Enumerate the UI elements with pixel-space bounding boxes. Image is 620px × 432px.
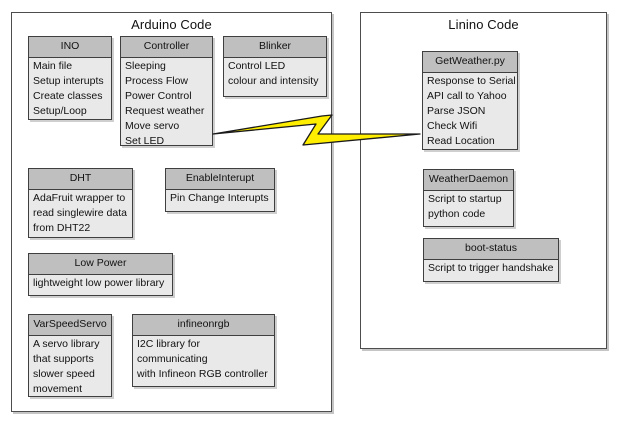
box-body: Pin Change Interupts <box>170 192 269 204</box>
box-body: Sleeping Process Flow Power Control Requ… <box>125 60 205 147</box>
box-header: INO <box>29 37 111 58</box>
box-header: DHT <box>29 169 132 190</box>
box-header: WeatherDaemon <box>424 170 513 191</box>
module-box-infineonrgb: infineonrgb I2C library for communicatin… <box>132 314 275 387</box>
box-body: Main file Setup interupts Create classes… <box>33 60 104 117</box>
arduino-code-title: Arduino Code <box>131 17 212 32</box>
box-header: boot-status <box>424 239 558 260</box>
box-header: EnableInterupt <box>166 169 274 190</box>
box-header: Blinker <box>224 37 326 58</box>
box-body: Script to trigger handshake <box>428 262 554 274</box>
module-box-boot-status: boot-status Script to trigger handshake <box>423 238 559 282</box>
box-header: infineonrgb <box>133 315 274 336</box>
module-box-blinker: Blinker Control LED colour and intensity <box>223 36 327 97</box>
module-box-ino: INO Main file Setup interupts Create cla… <box>28 36 112 120</box>
module-box-weatherdaemon: WeatherDaemon Script to startup python c… <box>423 169 514 227</box>
box-body: Control LED colour and intensity <box>228 60 319 87</box>
box-header: VarSpeedServo <box>29 315 111 336</box>
box-header: GetWeather.py <box>423 52 517 73</box>
box-body: I2C library for communicating with Infin… <box>137 338 268 380</box>
box-body: A servo library that supports slower spe… <box>33 338 100 395</box>
box-body: AdaFruit wrapper to read singlewire data… <box>33 192 127 234</box>
module-box-dht: DHT AdaFruit wrapper to read singlewire … <box>28 168 133 238</box>
module-box-getweather-py: GetWeather.py Response to Serial API cal… <box>422 51 518 150</box>
linino-code-container: Linino Code <box>360 12 607 349</box>
module-box-varspeedservo: VarSpeedServo A servo library that suppo… <box>28 314 112 397</box>
box-header: Controller <box>121 37 212 58</box>
box-body: lightweight low power library <box>33 277 165 289</box>
module-box-controller: Controller Sleeping Process Flow Power C… <box>120 36 213 147</box>
linino-code-title: Linino Code <box>448 17 519 32</box>
module-box-enableinterupt: EnableInterupt Pin Change Interupts <box>165 168 275 212</box>
box-header: Low Power <box>29 254 172 275</box>
box-body: Script to startup python code <box>428 193 502 220</box>
module-box-low-power: Low Power lightweight low power library <box>28 253 173 296</box>
box-body: Response to Serial API call to Yahoo Par… <box>427 75 516 147</box>
